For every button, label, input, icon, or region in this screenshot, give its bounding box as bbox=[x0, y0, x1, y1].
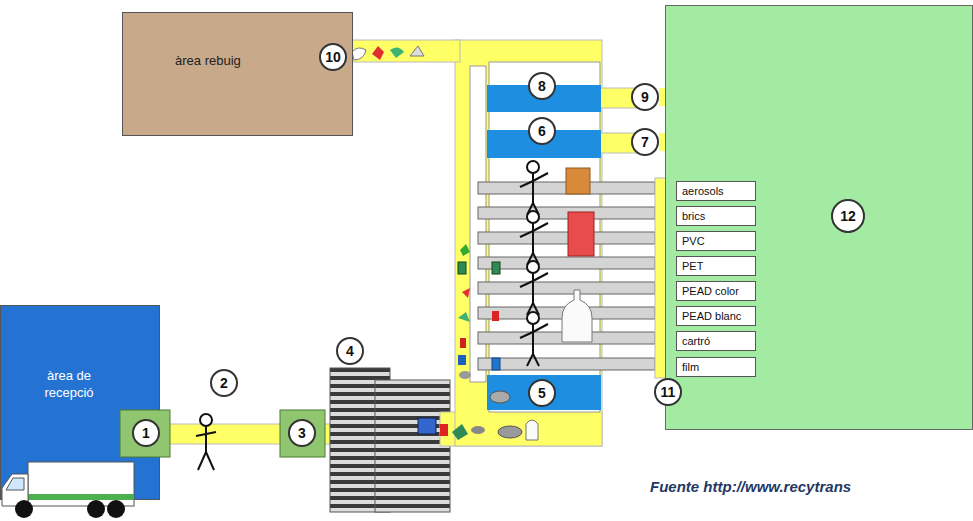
callout-circle: 2 bbox=[210, 369, 238, 397]
material-box: PVC bbox=[676, 231, 756, 251]
callout-circle: 4 bbox=[336, 337, 364, 365]
conveyor bbox=[440, 412, 602, 446]
callout-number: 8 bbox=[538, 79, 546, 93]
callout-number: 3 bbox=[298, 426, 306, 440]
sorting-cabin bbox=[489, 62, 600, 412]
bottle-item bbox=[562, 290, 592, 342]
material-box: aerosols bbox=[676, 181, 756, 201]
callout-number: 6 bbox=[538, 124, 546, 138]
callout-circle: 3 bbox=[288, 419, 316, 447]
area-label: brics bbox=[677, 211, 705, 222]
area-label: cartró bbox=[677, 336, 710, 347]
storage-area: 12 aerosols bricsPVC PET PEAD colorPEAD blan… bbox=[665, 5, 973, 430]
hopper bbox=[120, 410, 170, 457]
material-box: PEAD color bbox=[676, 281, 756, 301]
callout-circle: 6 bbox=[528, 117, 556, 145]
area-label: 12 bbox=[831, 199, 865, 233]
material-box: brics bbox=[676, 206, 756, 226]
area-label: PET bbox=[677, 261, 703, 272]
callout-number: 11 bbox=[661, 385, 676, 399]
material-box: cartró bbox=[676, 331, 756, 351]
callout-number: 1 bbox=[142, 426, 150, 440]
callout-circle: 5 bbox=[528, 379, 556, 407]
sorting-line bbox=[455, 40, 602, 446]
callout-number: 10 bbox=[325, 50, 341, 64]
worker bbox=[196, 414, 216, 470]
callout-circle: 11 bbox=[654, 378, 682, 406]
separator-band bbox=[487, 375, 601, 410]
area-label: aerosols bbox=[677, 186, 724, 197]
workers bbox=[520, 161, 548, 366]
area-label: àrea de recepció bbox=[23, 368, 115, 402]
box-item bbox=[568, 212, 594, 256]
sorting-bars bbox=[478, 182, 655, 370]
area-label: PVC bbox=[677, 236, 705, 247]
callout-number: 7 bbox=[641, 135, 649, 149]
waste-items bbox=[352, 46, 538, 440]
container-item bbox=[566, 168, 590, 194]
source-note: Fuente http://www.recytrans bbox=[650, 478, 851, 495]
callout-number: 5 bbox=[538, 386, 546, 400]
callout-circle: 7 bbox=[631, 128, 659, 156]
conveyor-gap bbox=[470, 66, 486, 382]
area-label: àrea rebuig bbox=[175, 53, 295, 70]
truck bbox=[2, 462, 134, 518]
area-box: àrea rebuig bbox=[122, 12, 353, 136]
trommel bbox=[330, 368, 390, 512]
material-box: PEAD blanc bbox=[676, 306, 756, 326]
callout-number: 2 bbox=[220, 376, 228, 390]
area-box: àrea de recepció bbox=[0, 305, 160, 500]
material-box: film bbox=[676, 357, 756, 377]
area-label: PEAD color bbox=[677, 286, 739, 297]
callout-number: 4 bbox=[346, 344, 354, 358]
hopper bbox=[280, 410, 325, 457]
callout-number: 9 bbox=[641, 90, 649, 104]
callout-circle: 10 bbox=[319, 43, 347, 71]
trommel bbox=[375, 380, 450, 512]
callout-circle: 8 bbox=[528, 72, 556, 100]
callout-circle: 9 bbox=[631, 83, 659, 111]
callout-circle: 1 bbox=[132, 419, 160, 447]
material-box: PET bbox=[676, 256, 756, 276]
area-label: film bbox=[677, 362, 699, 373]
area-label: PEAD blanc bbox=[677, 311, 741, 322]
